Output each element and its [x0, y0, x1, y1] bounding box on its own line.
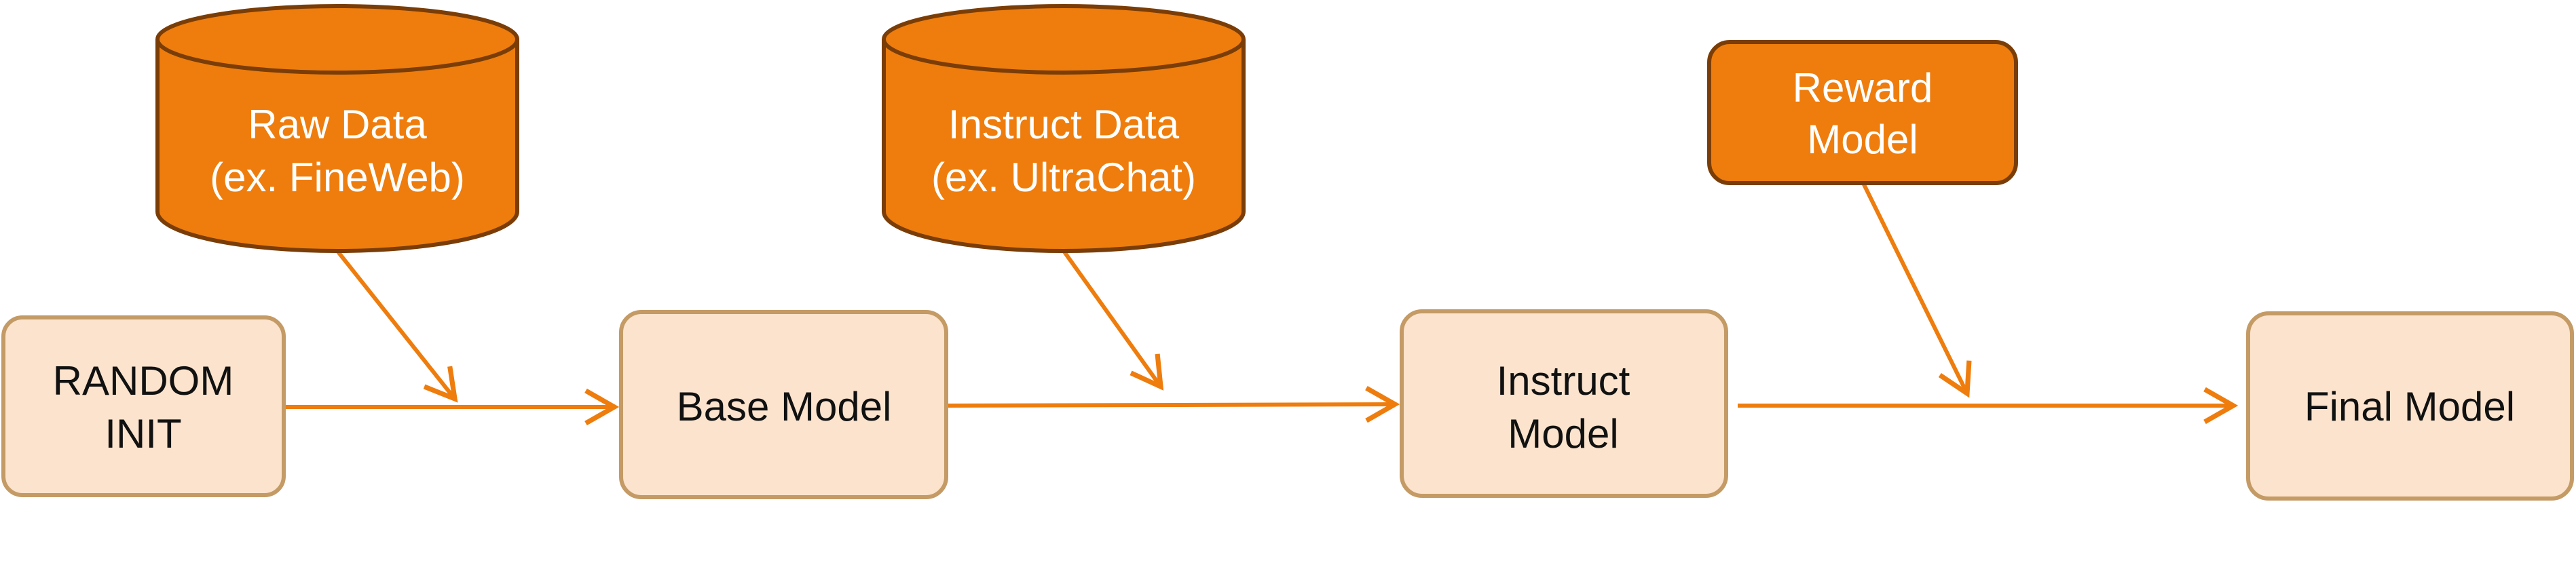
source-instruct-data-label-line2: (ex. UltraChat) [931, 155, 1196, 200]
feed-arrow-reward-model [1861, 182, 1972, 398]
flow-arrow-base-to-instruct [946, 385, 1400, 423]
stage-random-init-label-line2: INIT [105, 411, 181, 456]
source-raw-data-label-line2: (ex. FineWeb) [210, 155, 465, 200]
stage-final-model: Final Model [2246, 311, 2574, 501]
stage-instruct-model: Instruct Model [1400, 309, 1728, 498]
feed-arrow-raw-data [335, 250, 458, 403]
source-reward-model-box: Reward Model [1707, 40, 2018, 185]
stage-base-model: Base Model [619, 310, 948, 499]
source-raw-data-label-line1: Raw Data [248, 102, 427, 147]
stage-base-model-label: Base Model [677, 384, 892, 429]
stage-instruct-model-label-line1: Instruct [1497, 358, 1630, 404]
feed-arrow-instruct-data [1062, 250, 1164, 391]
source-reward-model-label-line1: Reward [1793, 65, 1933, 111]
source-raw-data-cylinder: Raw Data (ex. FineWeb) [155, 4, 519, 253]
stage-final-model-label: Final Model [2304, 384, 2515, 429]
source-instruct-data-label-line1: Instruct Data [948, 102, 1180, 147]
stage-random-init: RANDOM INIT [1, 315, 286, 497]
stage-instruct-model-label-line2: Model [1508, 411, 1618, 456]
stage-random-init-label-line1: RANDOM [53, 358, 234, 404]
source-instruct-data-cylinder: Instruct Data (ex. UltraChat) [882, 4, 1246, 253]
source-reward-model-label-line2: Model [1807, 117, 1918, 162]
